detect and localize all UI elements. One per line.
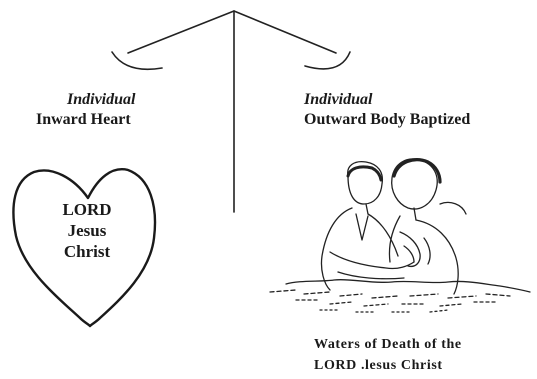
left-label-line2: Inward Heart: [36, 110, 131, 130]
caption-line1: Waters of Death of the: [314, 334, 462, 355]
water-surface: [270, 280, 530, 312]
right-label-line2: Outward Body Baptized: [304, 110, 470, 130]
baptism-figures-icon: [270, 159, 530, 312]
scale-right-pan: [305, 52, 350, 69]
caption-line2: LORD .lesus Christ: [314, 355, 443, 376]
scale-left-pan: [112, 52, 162, 69]
candidate-figure: [389, 159, 466, 294]
minister-figure: [321, 162, 414, 290]
scale-left-arm: [128, 11, 234, 53]
right-label-line1: Individual: [304, 90, 372, 110]
heart-text-christ: Christ: [22, 241, 152, 262]
heart-text-jesus: Jesus: [22, 220, 152, 241]
left-label-line1: Individual: [67, 90, 135, 110]
scale-right-arm: [234, 11, 336, 53]
heart-text-lord: LORD: [22, 199, 152, 220]
